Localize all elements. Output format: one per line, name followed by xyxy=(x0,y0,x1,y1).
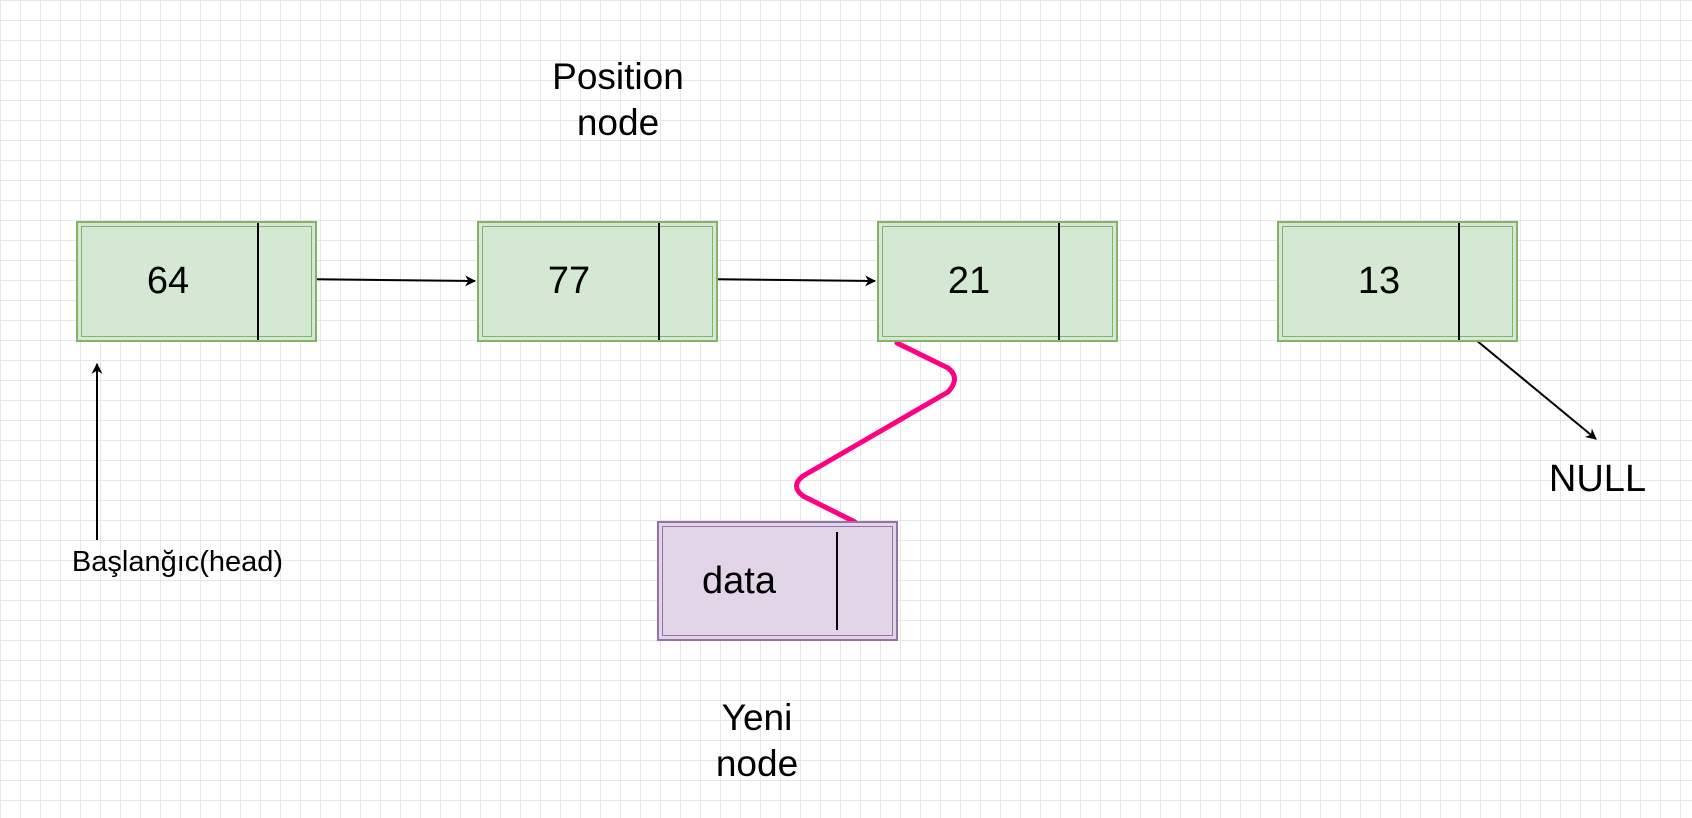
new-node-value: data xyxy=(702,559,776,602)
node-pointer-divider xyxy=(836,532,838,630)
insert-link-21-to-data xyxy=(794,340,957,525)
position-node-label: Position node xyxy=(518,54,718,147)
node-pointer-divider xyxy=(1458,223,1460,340)
yeni-node-label-line2: node xyxy=(715,743,799,785)
arrow-64-to-77 xyxy=(295,275,477,287)
list-node-64: 64 xyxy=(76,221,317,342)
list-node-77: 77 xyxy=(477,221,718,342)
node-value: 21 xyxy=(947,260,991,302)
head-label: Başlanğıc(head) xyxy=(71,546,284,578)
arrow-77-to-21 xyxy=(696,275,877,287)
arrow-13-to-null xyxy=(1475,339,1597,440)
position-node-label-line1: Position xyxy=(552,56,684,97)
list-node-21: 21 xyxy=(877,221,1118,342)
node-value: 64 xyxy=(146,260,190,302)
node-pointer-divider xyxy=(257,223,259,340)
yeni-node-label: Yeni node xyxy=(657,695,857,788)
position-node-label-line2: node xyxy=(576,102,660,144)
new-node-data: data xyxy=(657,521,898,641)
null-label: NULL xyxy=(1548,458,1647,500)
list-node-13: 13 xyxy=(1277,221,1518,342)
node-pointer-divider xyxy=(1058,223,1060,340)
node-value: 77 xyxy=(547,260,591,302)
yeni-node-label-line1: Yeni xyxy=(721,697,793,738)
node-value: 13 xyxy=(1357,260,1401,302)
node-pointer-divider xyxy=(658,223,660,340)
